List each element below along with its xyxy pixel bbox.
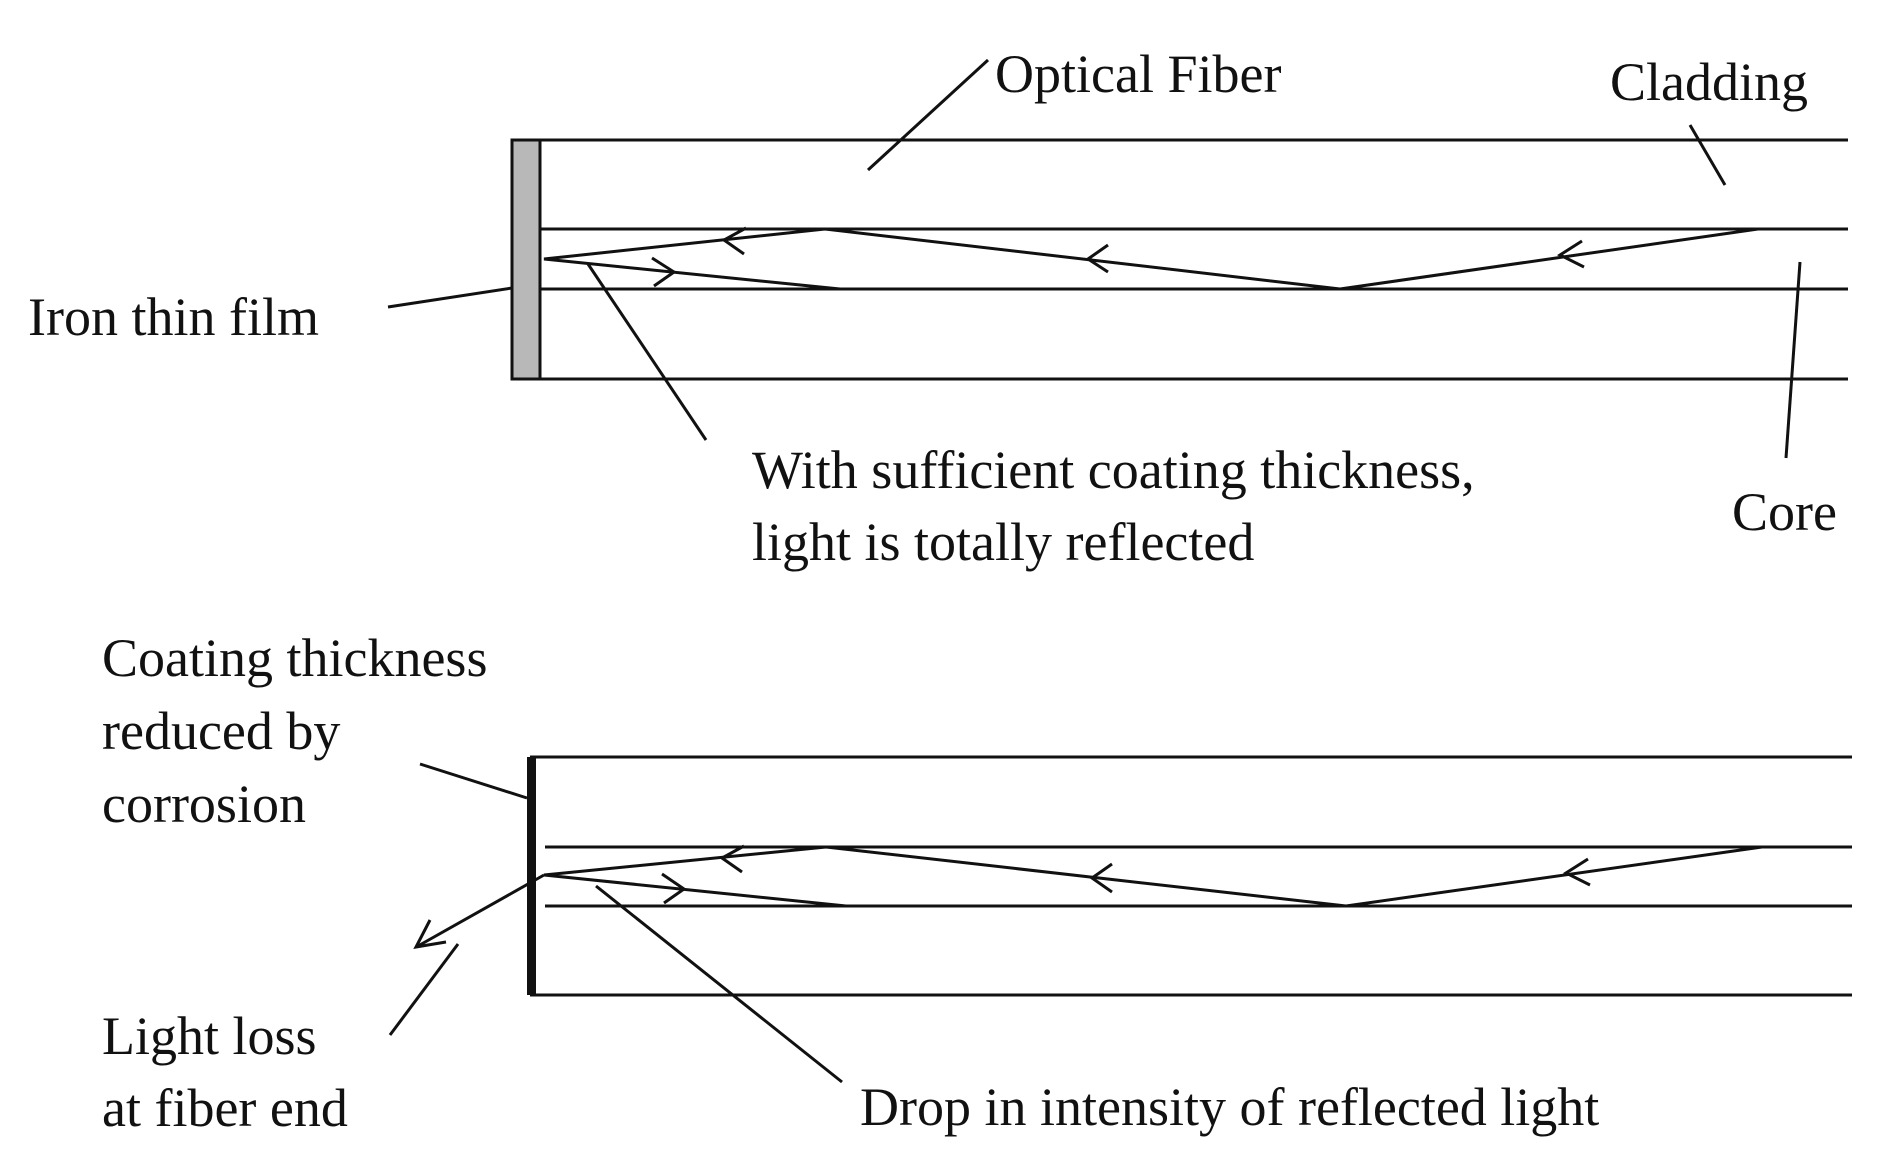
coating-reduced-line-1: Coating thickness (102, 628, 487, 688)
cladding-label: Cladding (1610, 52, 1808, 112)
leader-lines (387, 58, 1802, 1084)
iron-film-leader (387, 286, 513, 309)
escaping-light-ray (417, 873, 545, 948)
top-light-ray (543, 227, 1759, 291)
total-reflection-leader (586, 263, 708, 441)
light-loss-leader (388, 943, 460, 1036)
iron-thin-film (510, 138, 542, 381)
bottom-ray-arrow-1 (1562, 857, 1591, 887)
labels: Optical Fiber Cladding Iron thin film Co… (28, 44, 1837, 1138)
coating-reduced-label: Coating thickness reduced by corrosion (102, 628, 501, 834)
top-ray-arrow-1 (1556, 239, 1585, 269)
escaping-light-arrowhead (413, 919, 447, 949)
core-label: Core (1732, 482, 1837, 542)
coating-reduced-leader (419, 762, 528, 800)
light-loss-line-2: at fiber end (102, 1078, 348, 1138)
thinned-coating (527, 757, 536, 995)
optical-fiber-leader (866, 58, 990, 172)
light-loss-line-1: Light loss (102, 1006, 317, 1066)
total-reflection-line-1: With sufficient coating thickness, (752, 440, 1475, 500)
total-reflection-line-2: light is totally reflected (752, 512, 1254, 572)
bottom-ray-arrow-4 (661, 872, 687, 905)
drop-intensity-leader (595, 884, 843, 1084)
top-ray-arrow-4 (651, 256, 677, 288)
top-ray-arrow-2 (1085, 243, 1109, 274)
top-fiber (510, 138, 1848, 381)
core-leader (1784, 261, 1802, 459)
bottom-light-ray (543, 845, 1763, 908)
iron-thin-film-label: Iron thin film (28, 287, 319, 347)
bottom-ray-arrow-3 (719, 844, 745, 874)
total-reflection-label: With sufficient coating thickness, light… (752, 440, 1488, 572)
drop-intensity-label: Drop in intensity of reflected light (860, 1077, 1599, 1137)
bottom-fiber (413, 755, 1852, 997)
top-ray-arrow-3 (721, 226, 747, 256)
coating-reduced-line-2: reduced by (102, 701, 340, 761)
cladding-leader (1688, 124, 1727, 186)
optical-fiber-label: Optical Fiber (995, 44, 1281, 104)
bottom-ray-arrow-2 (1089, 862, 1113, 894)
coating-reduced-line-3: corrosion (102, 774, 306, 834)
light-loss-label: Light loss at fiber end (102, 1006, 348, 1138)
